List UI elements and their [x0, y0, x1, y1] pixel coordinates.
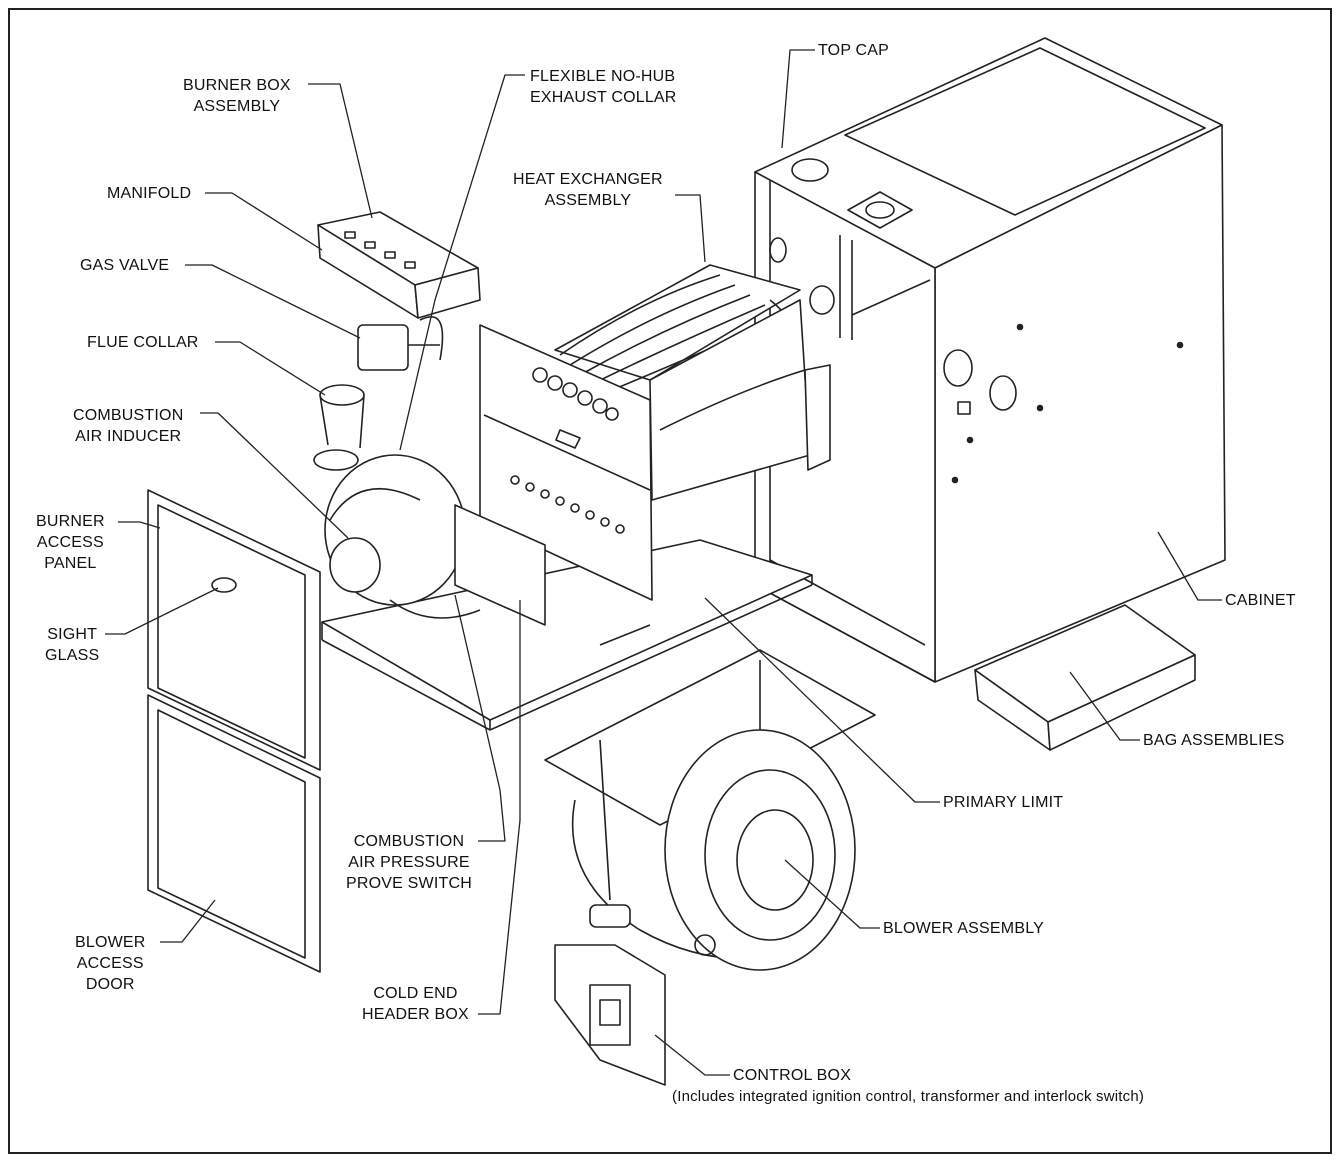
- label-line: BURNER BOX: [183, 77, 291, 94]
- top-cap-label: TOP CAP: [818, 42, 890, 59]
- label-line: FLEXIBLE NO-HUB: [530, 68, 676, 85]
- label-line: DOOR: [85, 976, 135, 993]
- control-box-label: CONTROL BOX: [733, 1067, 852, 1084]
- heat-exchanger-assembly-label: HEAT EXCHANGER ASSEMBLY: [513, 169, 663, 211]
- cold-end-header-box-label: COLD END HEADER BOX: [362, 983, 469, 1025]
- label-line: BURNER: [36, 513, 105, 530]
- gas-valve-label: GAS VALVE: [80, 257, 170, 274]
- blower-assembly-drawing: [544, 649, 876, 971]
- label-line: COMBUSTION: [353, 833, 465, 850]
- label-line: GLASS: [45, 647, 100, 664]
- label-line: PROVE SWITCH: [346, 875, 472, 892]
- burner-access-panel-drawing: [147, 489, 321, 771]
- leader-lines: [105, 49, 1222, 1076]
- control-box-drawing: [554, 944, 666, 1086]
- burner-ports: [510, 475, 625, 534]
- label-line: PANEL: [44, 555, 97, 572]
- sight-glass-label: SIGHT GLASS: [45, 624, 99, 666]
- combustion-air-pressure-prove-switch-label: COMBUSTION AIR PRESSURE PROVE SWITCH: [346, 831, 472, 894]
- burner-box-assembly-label: BURNER BOX ASSEMBLY: [183, 75, 291, 117]
- label-line: ACCESS: [76, 955, 144, 972]
- base-pan-drawing: [321, 539, 813, 731]
- blower-access-door-label: BLOWER ACCESS DOOR: [75, 932, 146, 995]
- label-line: HEADER BOX: [362, 1006, 469, 1023]
- blower-access-door-drawing: [147, 694, 321, 973]
- combustion-air-inducer-label: COMBUSTION AIR INDUCER: [73, 405, 183, 447]
- label-line: ASSEMBLY: [193, 98, 281, 115]
- label-line: SIGHT: [47, 626, 98, 643]
- label-line: AIR PRESSURE: [348, 854, 470, 871]
- label-line: HEAT EXCHANGER: [513, 171, 663, 188]
- burner-box-drawing: [317, 211, 481, 319]
- flue-collar-label: FLUE COLLAR: [87, 334, 199, 351]
- burner-access-panel-label: BURNER ACCESS PANEL: [36, 511, 105, 574]
- cabinet-label: CABINET: [1225, 592, 1296, 609]
- heat-exchanger-drawing: [479, 264, 831, 601]
- bag-assemblies-label: BAG ASSEMBLIES: [1143, 732, 1285, 749]
- label-line: BLOWER: [75, 934, 146, 951]
- label-line: COLD END: [373, 985, 458, 1002]
- label-line: AIR INDUCER: [75, 428, 182, 445]
- label-line: EXHAUST COLLAR: [530, 89, 677, 106]
- label-line: ACCESS: [36, 534, 104, 551]
- label-line: ASSEMBLY: [544, 192, 632, 209]
- flexible-exhaust-collar-label: FLEXIBLE NO-HUB EXHAUST COLLAR: [530, 66, 677, 108]
- blower-assembly-label: BLOWER ASSEMBLY: [883, 920, 1044, 937]
- inducer-drawing: [313, 384, 546, 626]
- label-line: COMBUSTION: [73, 407, 184, 424]
- bag-assemblies-drawing: [974, 604, 1196, 751]
- cabinet-drawing: [754, 37, 1226, 683]
- primary-limit-label: PRIMARY LIMIT: [943, 794, 1064, 811]
- gas-valve-drawing: [357, 315, 444, 371]
- manifold-label: MANIFOLD: [107, 185, 192, 202]
- control-box-note: (Includes integrated ignition control, t…: [672, 1088, 1145, 1105]
